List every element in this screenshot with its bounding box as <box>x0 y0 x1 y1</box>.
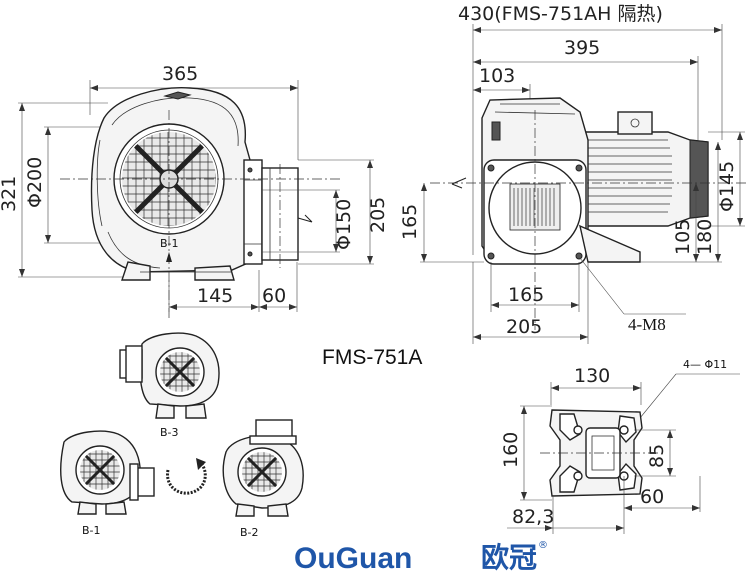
dim-205-front: 205 <box>367 197 389 233</box>
brand-registered-mark: ® <box>538 540 548 551</box>
dim-phi200: Φ200 <box>24 157 46 208</box>
orientation-b1: B-1 <box>60 430 155 537</box>
dim-phi150: Φ150 <box>333 199 355 250</box>
dim-205-side: 205 <box>506 316 542 338</box>
dim-180: 180 <box>694 219 716 255</box>
brand-name-cn: 欧冠 <box>481 541 537 574</box>
orientation-b3: B-3 <box>119 332 220 439</box>
orientation-b1-label: B-1 <box>82 524 101 537</box>
dim-165-horizontal: 165 <box>508 284 544 306</box>
dim-60-base: 60 <box>640 486 664 508</box>
dim-395: 395 <box>564 37 600 59</box>
orientation-b2: B-2 <box>222 419 304 539</box>
dim-145: 145 <box>197 285 233 307</box>
dim-85: 85 <box>646 444 668 468</box>
rotation-label: B-1 <box>160 237 179 250</box>
dim-165-vertical: 165 <box>399 204 421 240</box>
dim-160: 160 <box>500 432 522 468</box>
orientation-b3-label: B-3 <box>160 426 179 439</box>
dim-phi145: Φ145 <box>716 161 738 212</box>
dim-60-front: 60 <box>262 285 286 307</box>
dim-82-3: 82,3 <box>512 506 554 528</box>
brand-logo: OuGuan 欧冠 ® <box>294 540 548 575</box>
dim-105: 105 <box>672 219 694 255</box>
orientation-b2-label: B-2 <box>240 526 259 539</box>
dim-430: 430(FMS-751AH 隔热) <box>458 3 663 25</box>
side-view: 430(FMS-751AH 隔热) 395 103 <box>399 3 748 344</box>
rotation-arrow-icon <box>166 458 207 495</box>
dim-321: 321 <box>0 176 20 212</box>
hole-note: 4— Φ11 <box>683 358 727 371</box>
model-label: FMS-751A <box>322 346 422 369</box>
brand-name-latin: OuGuan <box>294 542 412 575</box>
dim-103: 103 <box>479 65 515 87</box>
base-view: 130 4— Φ11 160 85 <box>500 358 740 534</box>
dim-130: 130 <box>574 365 610 387</box>
bolt-note: 4-M8 <box>628 315 666 334</box>
dim-365: 365 <box>162 63 198 85</box>
front-view: 365 321 Φ200 <box>0 63 389 320</box>
